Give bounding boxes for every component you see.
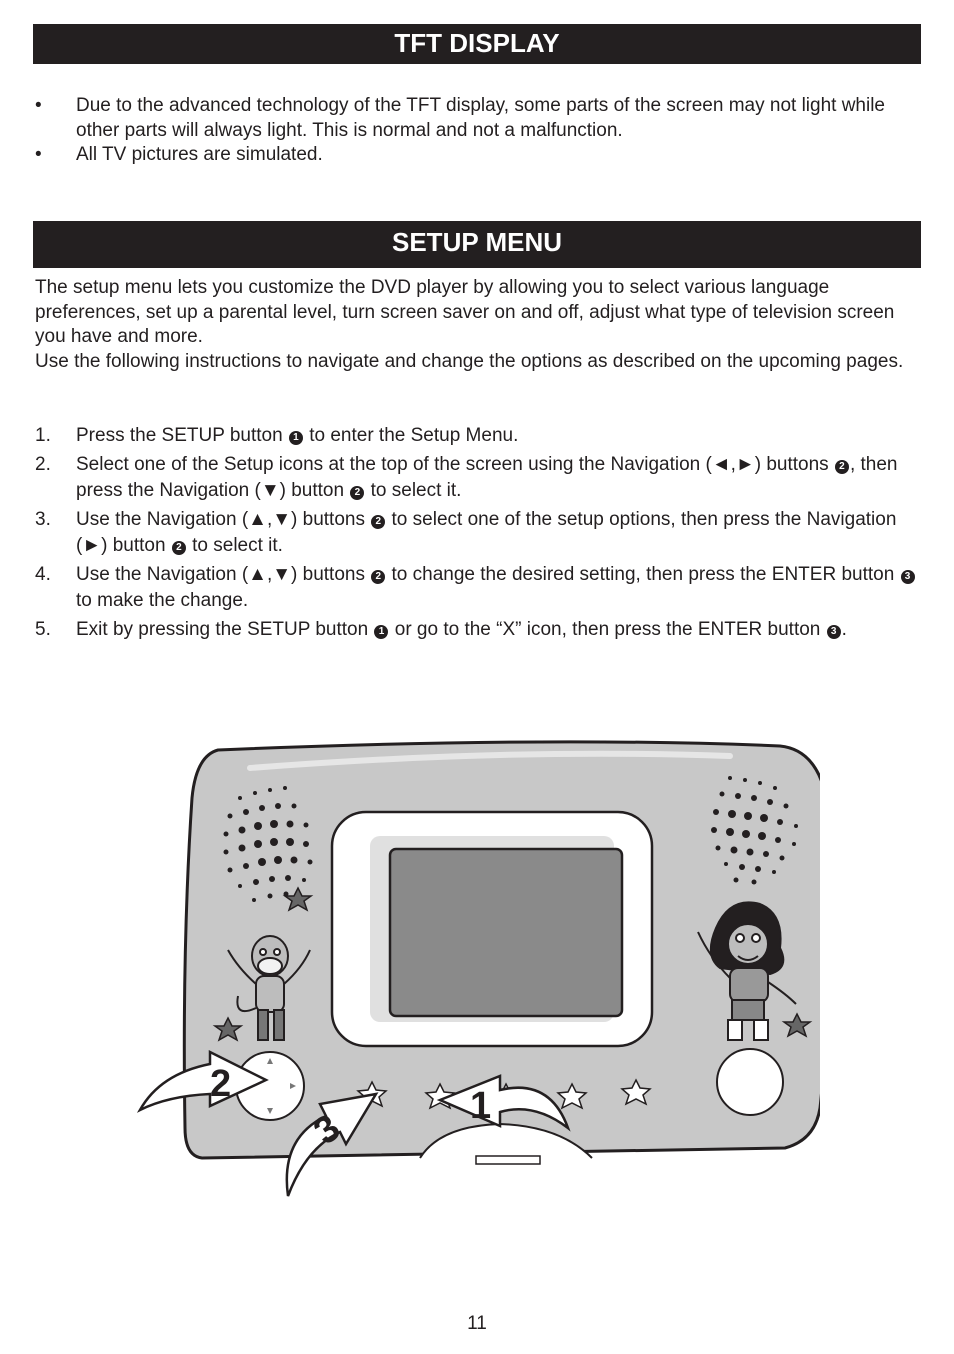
star-decorations	[212, 886, 813, 1042]
circled-number-icon: 2	[371, 515, 386, 529]
callout-arrow-1: 1	[436, 1074, 571, 1132]
step-text: to select one of the setup options, then…	[76, 509, 897, 556]
setup-menu-heading: SETUP MENU	[33, 221, 921, 268]
step-text: to select it.	[186, 535, 283, 556]
setup-intro: The setup menu lets you customize the DV…	[35, 276, 919, 374]
step-text: Press the SETUP button	[76, 425, 288, 446]
page-number: 11	[467, 1313, 487, 1334]
step-text: to make the change.	[76, 590, 249, 611]
circled-number-icon: 2	[834, 460, 849, 474]
step-text: to change the desired setting, then pres…	[386, 564, 900, 585]
step-text: , then press the Navigation (▼) button	[76, 454, 898, 501]
list-item: • All TV pictures are simulated.	[33, 143, 913, 168]
bullet-text: All TV pictures are simulated.	[76, 144, 323, 165]
list-item: • Due to the advanced technology of the …	[33, 94, 913, 143]
monkey-character	[227, 935, 311, 1041]
dvd-player-illustration: 2 3 1	[136, 740, 820, 1197]
left-speaker-grille	[223, 786, 313, 902]
step-text: .	[841, 619, 847, 640]
step-text: Select one of the Setup icons at the top…	[76, 454, 834, 475]
tft-bullet-list: • Due to the advanced technology of the …	[33, 94, 913, 168]
circled-number-icon: 3	[900, 570, 915, 584]
intro-paragraph: Use the following instructions to naviga…	[35, 350, 904, 372]
bullet-icon: •	[35, 95, 42, 116]
circled-number-icon: 2	[171, 541, 186, 555]
step-text: Use the Navigation (▲,▼) buttons	[76, 564, 371, 585]
callout-label: 2	[210, 1063, 231, 1105]
enter-button	[716, 1048, 784, 1116]
circled-number-icon: 3	[826, 625, 841, 639]
step-number: 4.	[35, 564, 51, 585]
step-text: or go to the “X” icon, then press the EN…	[389, 619, 826, 640]
device-highlight	[247, 750, 733, 771]
circled-number-icon: 1	[288, 431, 303, 445]
step-item: 2. Select one of the Setup icons at the t…	[35, 452, 919, 504]
step-text: Use the Navigation (▲,▼) buttons	[76, 509, 371, 530]
intro-paragraph: The setup menu lets you customize the DV…	[35, 277, 895, 347]
step-item: 5. Exit by pressing the SETUP button 1 or…	[35, 617, 919, 643]
step-number: 5.	[35, 619, 51, 640]
right-speaker-grille	[711, 776, 798, 885]
circled-number-icon: 2	[350, 486, 365, 500]
step-item: 1. Press the SETUP button 1 to enter the …	[35, 423, 919, 449]
circled-number-icon: 1	[374, 625, 389, 639]
callout-arrow-3: 3	[285, 1092, 379, 1197]
step-text: Exit by pressing the SETUP button	[76, 619, 374, 640]
circled-number-icon: 2	[371, 570, 386, 584]
step-number: 2.	[35, 454, 51, 475]
callout-arrow-2: 2	[136, 1049, 269, 1113]
tft-screen	[388, 847, 624, 1018]
step-text: to enter the Setup Menu.	[303, 425, 519, 446]
step-number: 1.	[35, 425, 51, 446]
tft-display-heading: TFT DISPLAY	[33, 24, 921, 64]
step-item: 3. Use the Navigation (▲,▼) buttons 2 to …	[35, 507, 919, 559]
callout-label: 1	[470, 1085, 491, 1127]
step-number: 3.	[35, 509, 51, 530]
setup-steps-list: 1. Press the SETUP button 1 to enter the …	[35, 423, 919, 646]
step-text: to select it.	[365, 480, 462, 501]
step-item: 4. Use the Navigation (▲,▼) buttons 2 to …	[35, 562, 919, 614]
girl-character	[697, 901, 797, 1041]
bullet-text: Due to the advanced technology of the TF…	[76, 95, 886, 141]
bullet-icon: •	[35, 144, 42, 165]
